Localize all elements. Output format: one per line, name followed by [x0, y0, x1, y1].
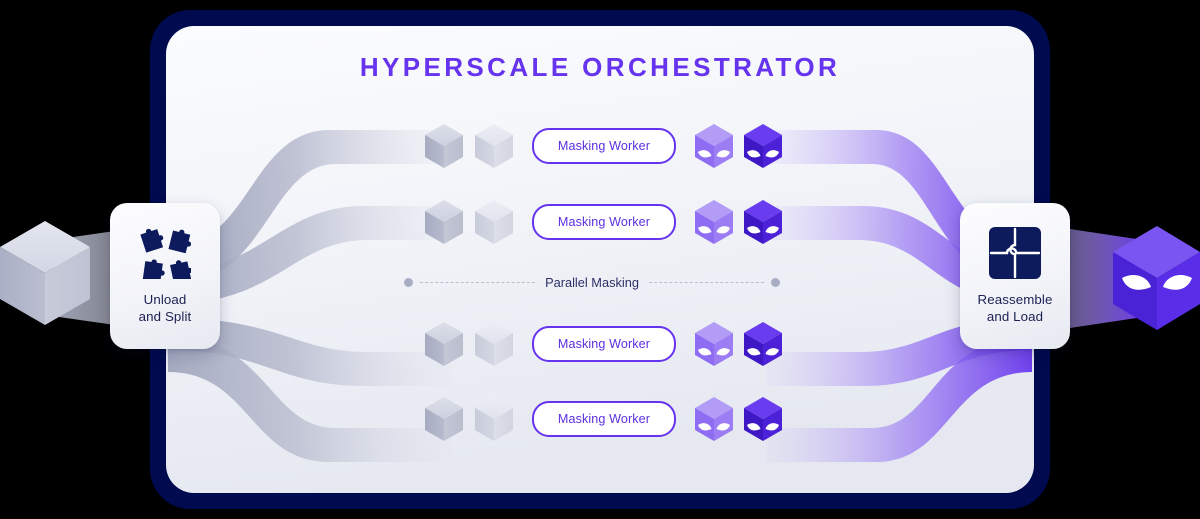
scattered-puzzle-pieces-icon-slot	[139, 227, 193, 284]
masked-dark-purple-cube-icon	[744, 124, 782, 168]
masked-dark-purple-cube-icon	[744, 322, 782, 366]
masking-worker-pill[interactable]: Masking Worker	[532, 128, 676, 164]
masking-worker-pill[interactable]: Masking Worker	[532, 401, 676, 437]
divider-dot-right	[771, 277, 781, 287]
node-label-line1: Reassemble	[977, 292, 1053, 307]
worker-row: Masking Worker	[424, 194, 782, 250]
divider-dot-left	[404, 277, 413, 287]
divider-dashed-line-left	[420, 281, 536, 283]
divider-dashed-line-right	[648, 281, 765, 283]
grey-cube-icon	[475, 322, 513, 366]
masked-dark-purple-cube-icon	[744, 200, 782, 244]
masked-light-purple-cube-icon	[695, 322, 733, 366]
flow-ribbons-left	[168, 130, 452, 462]
parallel-masking-label: Parallel Masking	[545, 274, 639, 290]
node-unload-and-split[interactable]: Unload and Split	[110, 203, 220, 349]
grey-cube-icon	[475, 200, 513, 244]
grey-cube-icon	[475, 397, 513, 441]
masked-light-purple-cube-icon	[695, 200, 733, 244]
worker-row: Masking Worker	[424, 316, 782, 372]
input-cube	[0, 221, 90, 325]
grey-cube-icon	[425, 124, 463, 168]
node-label-line2: and Load	[986, 308, 1044, 324]
assembled-puzzle-square-icon	[989, 227, 1041, 279]
grey-cube-icon	[425, 322, 463, 366]
worker-row: Masking Worker	[424, 118, 782, 174]
node-unload-and-split-label: Unload and Split	[139, 292, 192, 325]
node-label-line1: Unload	[143, 292, 187, 307]
parallel-masking-divider: Parallel Masking	[404, 272, 781, 292]
worker-row: Masking Worker	[424, 391, 782, 447]
node-reassemble-and-load-label: Reassemble and Load	[978, 292, 1053, 325]
page-title: HYPERSCALE ORCHESTRATOR	[359, 52, 841, 82]
scattered-puzzle-pieces-icon	[140, 228, 193, 284]
masked-light-purple-cube-icon	[695, 397, 733, 441]
masked-dark-purple-cube-icon	[744, 397, 782, 441]
assembled-puzzle-square-icon	[989, 227, 1041, 279]
grey-cube-icon	[475, 124, 513, 168]
scattered-puzzle-pieces-icon	[140, 228, 193, 284]
masked-light-purple-cube-icon	[695, 124, 733, 168]
output-cube	[1113, 226, 1200, 330]
assembled-puzzle-square-icon-slot	[989, 227, 1041, 279]
masking-worker-pill[interactable]: Masking Worker	[532, 326, 676, 362]
node-reassemble-and-load[interactable]: Reassemble and Load	[960, 203, 1070, 349]
grey-cube-icon	[425, 397, 463, 441]
masking-worker-pill[interactable]: Masking Worker	[532, 204, 676, 240]
node-label-line2: and Split	[138, 308, 192, 324]
grey-cube-icon	[425, 200, 463, 244]
